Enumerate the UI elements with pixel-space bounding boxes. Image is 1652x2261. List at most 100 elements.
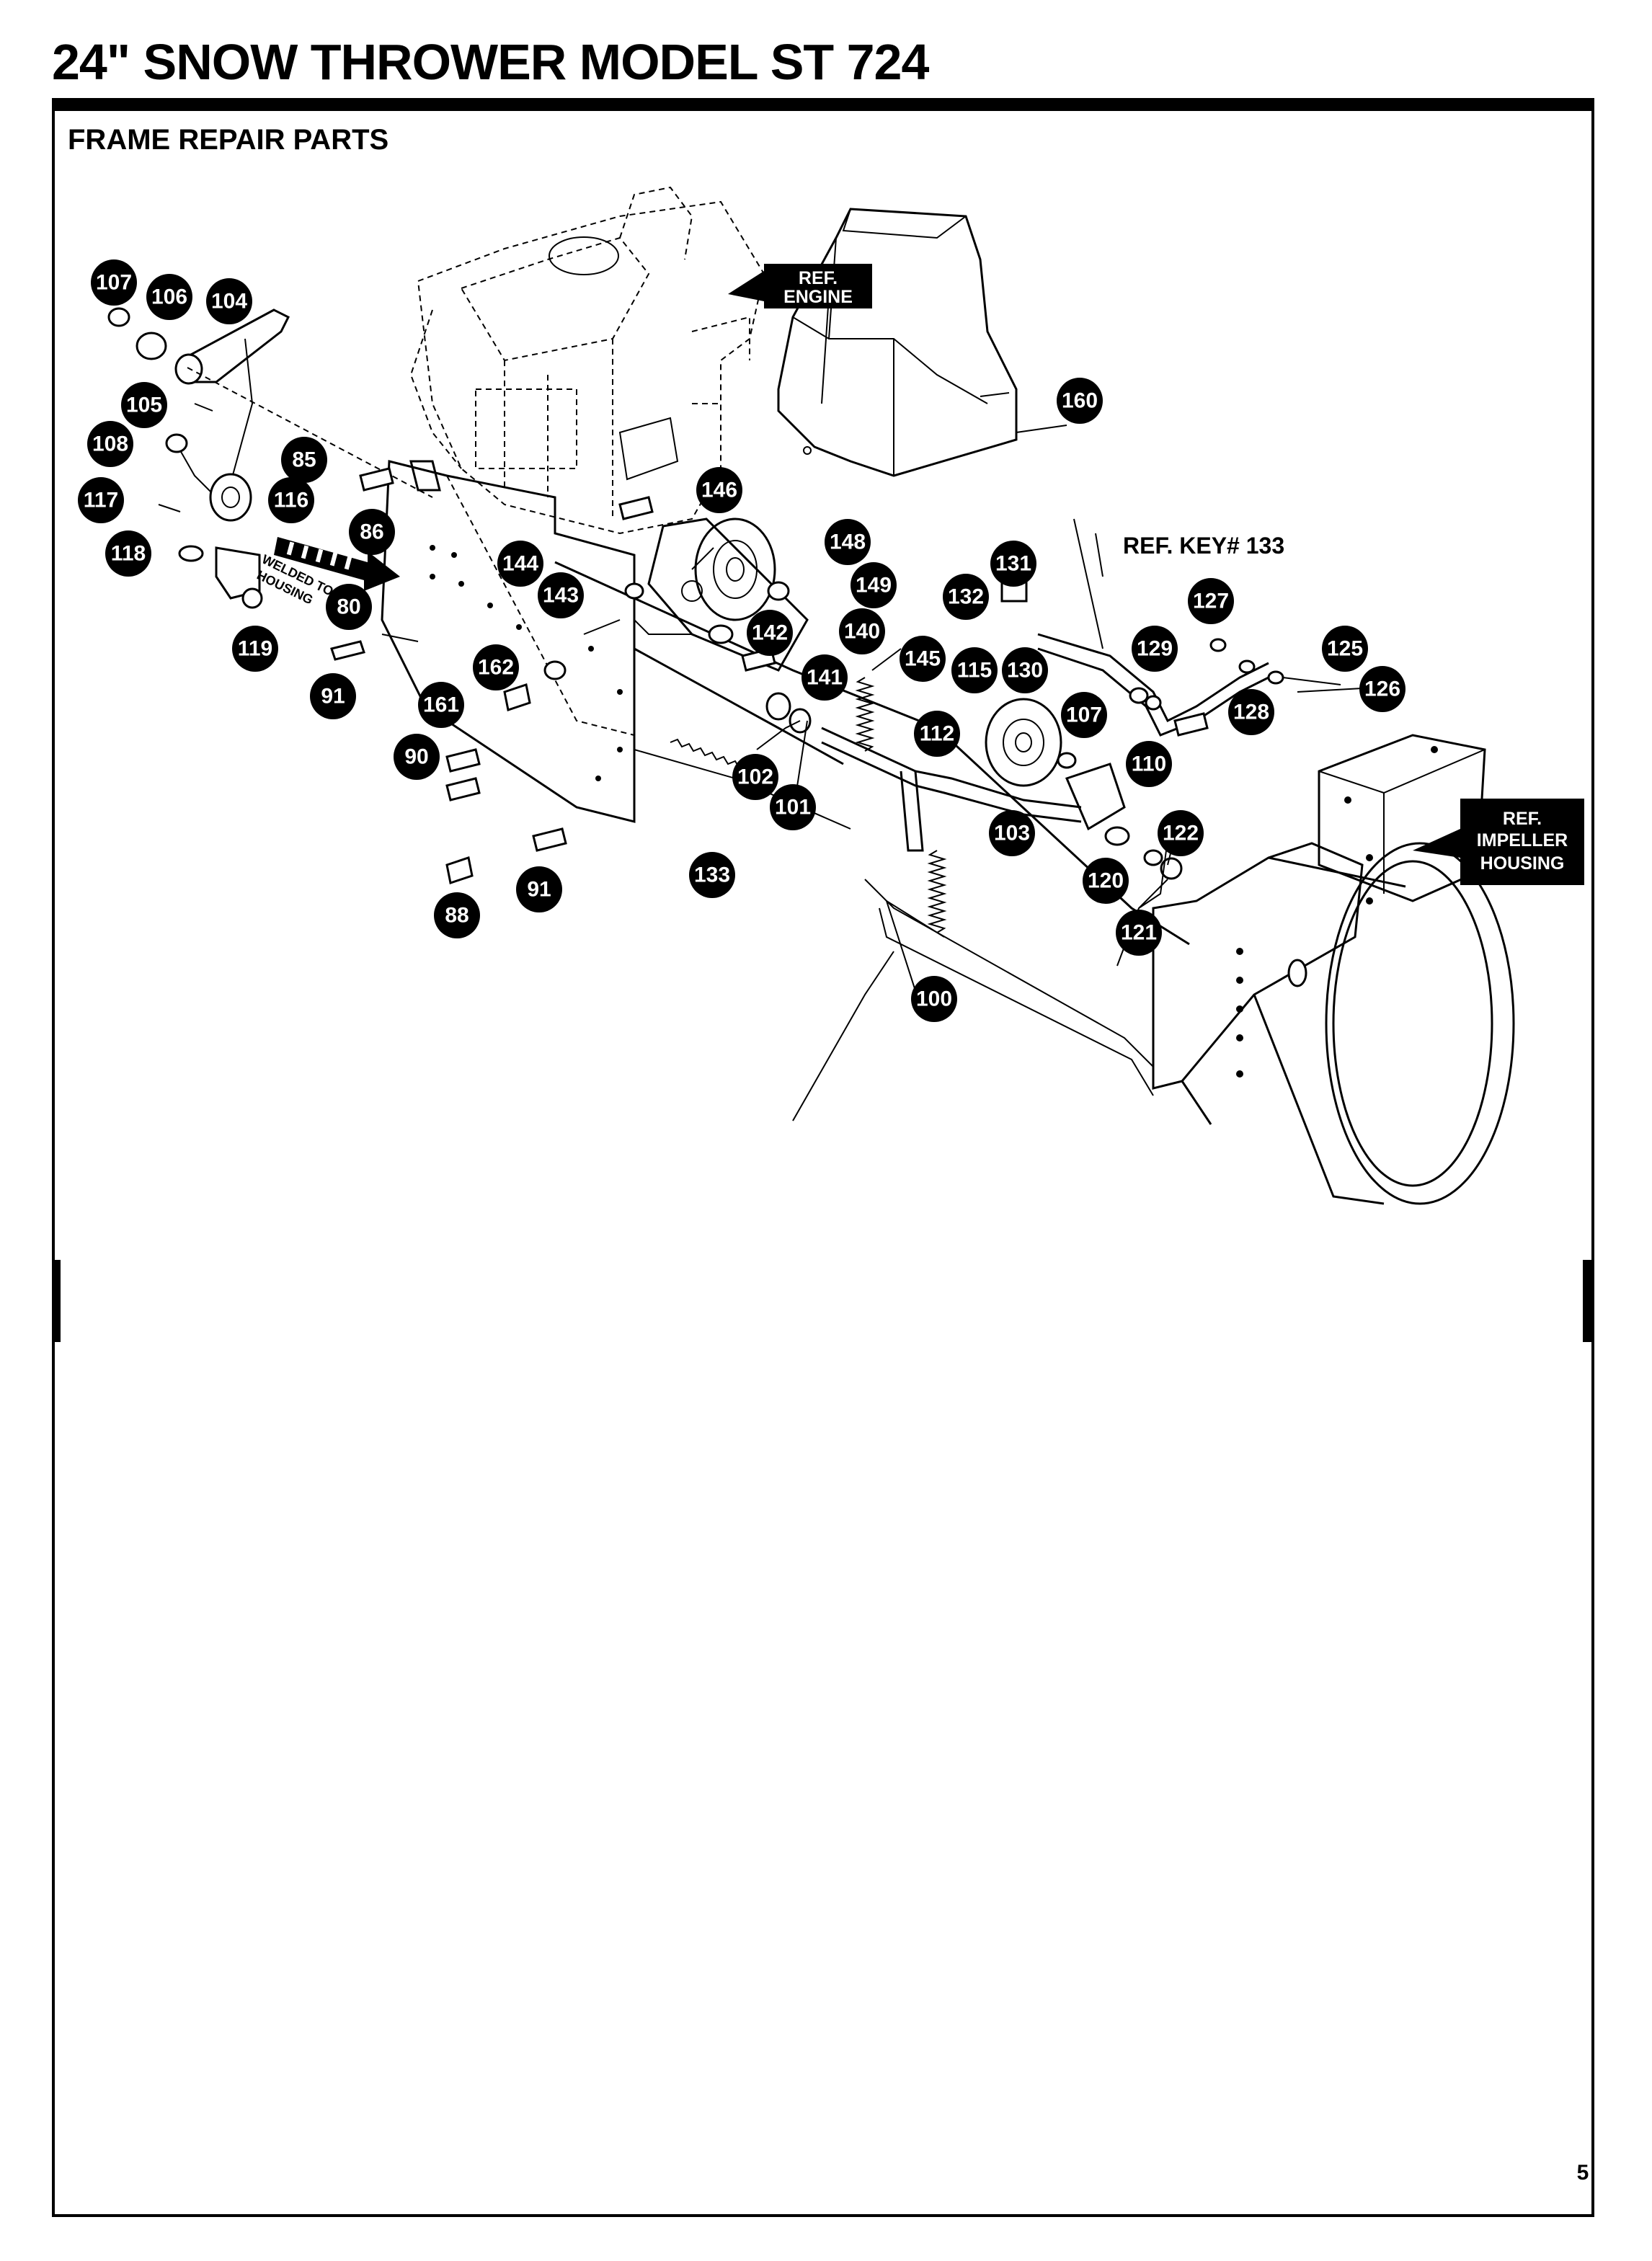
svg-text:REF.: REF.	[799, 268, 838, 288]
callout-126: 126	[1359, 666, 1405, 712]
callout-141: 141	[801, 654, 848, 701]
svg-text:85: 85	[292, 448, 316, 472]
svg-text:91: 91	[527, 878, 551, 902]
svg-text:161: 161	[423, 693, 459, 717]
shift-rod	[821, 727, 1126, 852]
svg-text:100: 100	[916, 987, 952, 1011]
svg-text:REF.: REF.	[1503, 809, 1542, 829]
callout-149: 149	[851, 562, 897, 608]
bolts	[330, 467, 1209, 884]
callout-80: 80	[326, 584, 372, 630]
svg-text:91: 91	[321, 685, 345, 708]
svg-text:146: 146	[701, 479, 737, 502]
callout-119: 119	[232, 626, 278, 672]
svg-text:143: 143	[543, 584, 579, 608]
svg-text:107: 107	[96, 271, 132, 295]
callout-122: 122	[1158, 810, 1204, 856]
callout-148: 148	[825, 519, 871, 565]
callout-105: 105	[121, 382, 167, 428]
idler-bracket	[634, 518, 809, 672]
callout-91-a: 91	[310, 673, 356, 719]
callout-129: 129	[1132, 626, 1178, 672]
svg-text:106: 106	[151, 285, 187, 309]
callout-133: 133	[689, 852, 735, 898]
drive-pulley	[694, 518, 776, 621]
svg-text:HOUSING: HOUSING	[1480, 853, 1565, 874]
callout-108: 108	[87, 421, 133, 467]
svg-text:101: 101	[775, 796, 811, 819]
svg-text:121: 121	[1121, 921, 1157, 945]
svg-text:ENGINE: ENGINE	[783, 287, 853, 307]
svg-text:110: 110	[1132, 752, 1166, 776]
svg-text:128: 128	[1233, 701, 1269, 724]
impeller-housing	[1152, 734, 1515, 1205]
svg-text:115: 115	[957, 659, 992, 683]
svg-text:112: 112	[920, 722, 954, 746]
callout-142: 142	[747, 610, 793, 656]
callout-130: 130	[1002, 647, 1048, 693]
callout-88: 88	[434, 892, 480, 938]
callout-104: 104	[206, 278, 252, 324]
svg-text:122: 122	[1163, 822, 1199, 845]
svg-text:127: 127	[1193, 590, 1229, 613]
callout-110: 110	[1126, 741, 1172, 787]
callout-85: 85	[281, 437, 327, 483]
svg-text:102: 102	[737, 765, 773, 789]
page-title: 24" SNOW THROWER MODEL ST 724	[52, 34, 929, 90]
svg-text:141: 141	[807, 666, 843, 690]
callout-161: 161	[418, 682, 464, 728]
edge-mark-left	[52, 1260, 61, 1342]
svg-text:148: 148	[830, 530, 866, 554]
section-title: FRAME REPAIR PARTS	[68, 124, 389, 156]
callout-125: 125	[1322, 626, 1368, 672]
callout-91-b: 91	[516, 866, 562, 912]
callout-121: 121	[1116, 910, 1162, 956]
svg-text:142: 142	[752, 621, 788, 645]
svg-text:80: 80	[337, 595, 360, 619]
chute-handle-assembly	[107, 307, 433, 609]
svg-text:125: 125	[1327, 637, 1363, 661]
callout-101: 101	[770, 784, 816, 830]
ref-tag-impeller-housing: REF. IMPELLER HOUSING	[1413, 799, 1584, 885]
svg-text:144: 144	[502, 552, 538, 576]
svg-text:86: 86	[360, 520, 383, 544]
callout-112: 112	[914, 711, 960, 757]
svg-text:119: 119	[238, 637, 272, 661]
callout-103: 103	[989, 810, 1035, 856]
callout-143: 143	[538, 572, 584, 618]
svg-text:120: 120	[1088, 869, 1124, 893]
svg-text:88: 88	[445, 904, 468, 928]
svg-text:160: 160	[1062, 389, 1098, 413]
svg-text:133: 133	[694, 863, 730, 887]
callout-120: 120	[1083, 858, 1129, 904]
callout-117: 117	[78, 477, 124, 523]
callout-86: 86	[349, 509, 395, 555]
callout-162: 162	[473, 644, 519, 690]
callout-100: 100	[911, 976, 957, 1022]
svg-text:105: 105	[126, 394, 162, 417]
svg-text:131: 131	[995, 552, 1031, 576]
svg-text:108: 108	[92, 432, 128, 456]
callout-131: 131	[990, 541, 1036, 587]
callout-160: 160	[1057, 378, 1103, 424]
svg-text:130: 130	[1007, 659, 1043, 683]
svg-text:129: 129	[1137, 637, 1173, 661]
callout-128: 128	[1228, 689, 1274, 735]
svg-text:140: 140	[844, 620, 880, 644]
callout-107-b: 107	[1061, 692, 1107, 738]
callout-90: 90	[394, 734, 440, 780]
callout-106: 106	[146, 274, 192, 320]
callout-140: 140	[839, 608, 885, 654]
ref-key-note: REF. KEY# 133	[1123, 533, 1284, 559]
svg-text:107: 107	[1066, 703, 1102, 727]
svg-text:162: 162	[478, 656, 514, 680]
callout-127: 127	[1188, 578, 1234, 624]
engine-outline	[409, 186, 765, 535]
callout-145: 145	[900, 636, 946, 682]
page-mark: 5	[1577, 2161, 1589, 2185]
callout-132: 132	[943, 574, 989, 620]
svg-text:116: 116	[274, 489, 308, 512]
callouts: 107 106 104 105 108 85 117 116 118 86 11…	[78, 259, 1405, 1022]
svg-text:149: 149	[856, 574, 892, 598]
callout-144: 144	[497, 541, 543, 587]
